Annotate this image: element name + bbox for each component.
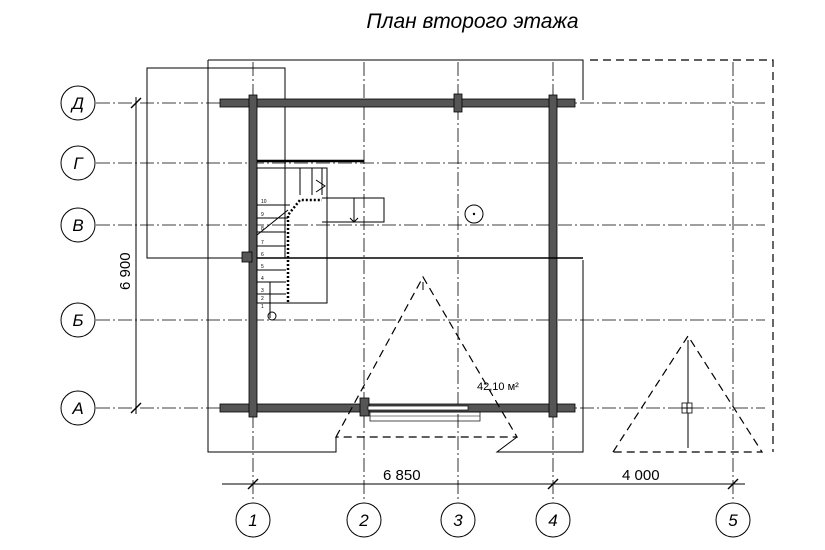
dimension-lines: 6 900 6 850 4 000	[117, 97, 745, 490]
gable-triangles	[334, 275, 764, 453]
column-axis-label: 3	[453, 511, 463, 530]
dimension-vertical: 6 900	[117, 252, 134, 290]
stair-step-number: 1	[261, 304, 264, 310]
row-axis-marker	[60, 85, 96, 121]
column-axis-label: 5	[728, 511, 738, 530]
axis-lines	[96, 62, 765, 502]
stair-step-number: 10	[261, 199, 267, 205]
column-axis-marker	[535, 502, 571, 538]
room-area-label: 42,10 м²	[477, 381, 519, 393]
drawing-title: План второго этажа	[366, 10, 579, 33]
stair-step-number: 4	[261, 276, 264, 282]
row-axis-marker	[60, 302, 96, 338]
column-axis-label: 2	[358, 511, 369, 530]
stair-step-number: 9	[261, 212, 264, 218]
column-axis-marker	[346, 502, 382, 538]
stair-step-number: 6	[261, 252, 264, 258]
row-axis-marker	[60, 390, 96, 426]
roof-outline	[146, 59, 584, 453]
stair-step-number: 3	[261, 288, 264, 294]
row-axis-label: В	[72, 216, 83, 235]
stair-step-number: 2	[261, 296, 264, 302]
row-axis-marker	[60, 207, 96, 243]
column-axis-label: 4	[548, 511, 557, 530]
axis-markers: Д Г В Б А 1 2 3 4 5	[60, 85, 751, 538]
walls	[219, 93, 583, 422]
column-axis-marker	[715, 502, 751, 538]
row-axis-label: А	[71, 399, 83, 418]
row-axis-label: Д	[70, 94, 84, 113]
column-axis-label: 1	[248, 511, 257, 530]
row-axis-label: Б	[72, 311, 83, 330]
column-axis-marker	[235, 502, 271, 538]
dimension-horizontal-main: 6 850	[383, 467, 421, 484]
stair-step-number: 7	[261, 240, 264, 246]
column-axis-marker	[440, 502, 476, 538]
chimney-symbol	[464, 204, 484, 224]
row-axis-label: Г	[73, 154, 84, 173]
dimension-horizontal-extra: 4 000	[622, 467, 660, 484]
staircase: 10 9 8 7 6 5 4 3 2 1	[256, 167, 385, 321]
stair-step-number: 5	[261, 264, 264, 270]
terrace-outline	[590, 59, 774, 452]
stair-step-number: 8	[261, 226, 264, 232]
row-axis-marker	[60, 145, 96, 181]
